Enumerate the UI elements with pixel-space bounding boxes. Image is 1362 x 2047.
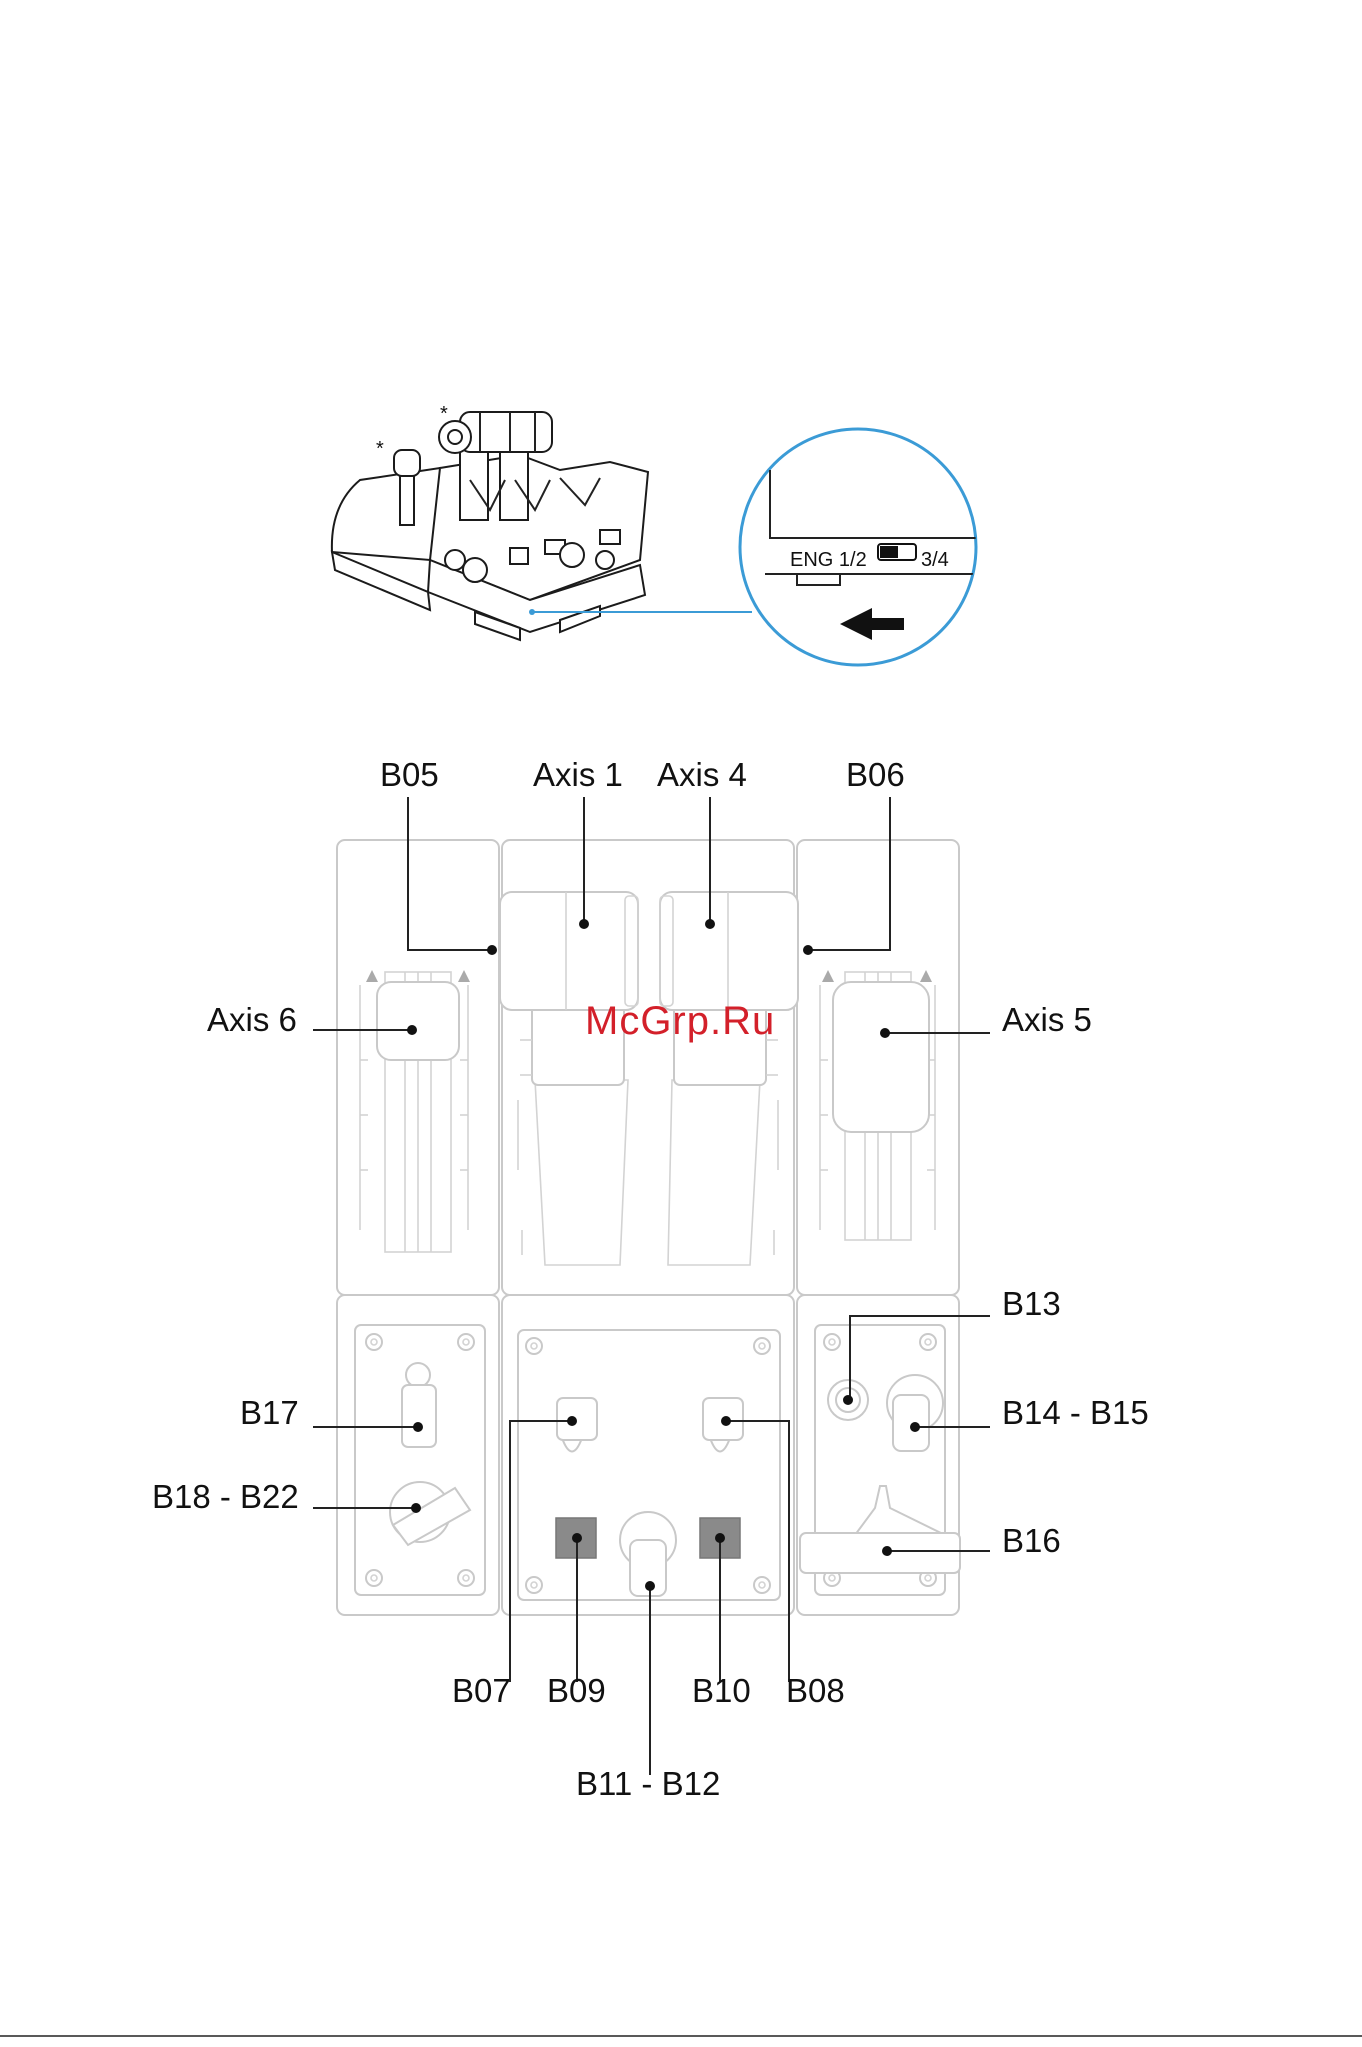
switch-label-eng12: ENG 1/2 — [790, 549, 867, 571]
switch-slider — [880, 546, 898, 558]
axis5-lever-knob[interactable] — [833, 982, 929, 1132]
label-b08: B08 — [786, 1672, 845, 1709]
label-axis6: Axis 6 — [207, 1001, 297, 1038]
center-lower-panel — [518, 1330, 780, 1600]
front-button-1 — [510, 548, 528, 564]
left-lever-knob — [394, 450, 420, 476]
b16-lever[interactable] — [800, 1533, 960, 1573]
b07-button[interactable] — [557, 1398, 597, 1440]
label-axis4: Axis 4 — [657, 756, 747, 793]
label-b07: B07 — [452, 1672, 511, 1709]
left-skirt — [332, 552, 430, 610]
label-b17: B17 — [240, 1394, 299, 1431]
b17-toggle-switch[interactable] — [402, 1385, 436, 1447]
label-b16: B16 — [1002, 1522, 1061, 1559]
right-lower-panel — [800, 1325, 960, 1595]
label-axis5: Axis 5 — [1002, 1001, 1092, 1038]
axis6-lever-knob[interactable] — [377, 982, 459, 1060]
label-b06: B06 — [846, 756, 905, 793]
switch-callout: ENG 1/2 3/4 — [740, 429, 990, 665]
throttle-top-view — [337, 840, 960, 1615]
grip-end-hole — [448, 430, 462, 444]
label-b18-b22: B18 - B22 — [152, 1478, 299, 1515]
front-knob-1 — [445, 550, 465, 570]
callout-anchor — [529, 609, 535, 615]
front-knob-2 — [463, 558, 487, 582]
left-lower-panel — [355, 1325, 485, 1595]
front-knob-4 — [596, 551, 614, 569]
asterisk-left: * — [376, 438, 384, 460]
label-b10: B10 — [692, 1672, 751, 1709]
label-b13: B13 — [1002, 1285, 1061, 1322]
label-b11-b12: B11 - B12 — [576, 1765, 720, 1802]
switch-label-34: 3/4 — [921, 549, 949, 571]
axis1-throttle-handle[interactable] — [500, 892, 638, 1010]
front-button-3 — [600, 530, 620, 544]
throttle-grip — [460, 412, 552, 452]
watermark-text: McGrp.Ru — [585, 999, 775, 1043]
rotary-knob-pointer-right — [893, 1395, 929, 1451]
label-b05: B05 — [380, 756, 439, 793]
front-knob-3 — [560, 543, 584, 567]
axis4-throttle-handle[interactable] — [660, 892, 798, 1010]
label-b09: B09 — [547, 1672, 606, 1709]
label-axis1: Axis 1 — [533, 756, 623, 793]
label-b14-b15: B14 - B15 — [1002, 1394, 1149, 1431]
asterisk-top: * — [440, 403, 448, 425]
left-housing — [332, 468, 445, 560]
throttle-quadrant-illustration: * * — [332, 403, 648, 640]
